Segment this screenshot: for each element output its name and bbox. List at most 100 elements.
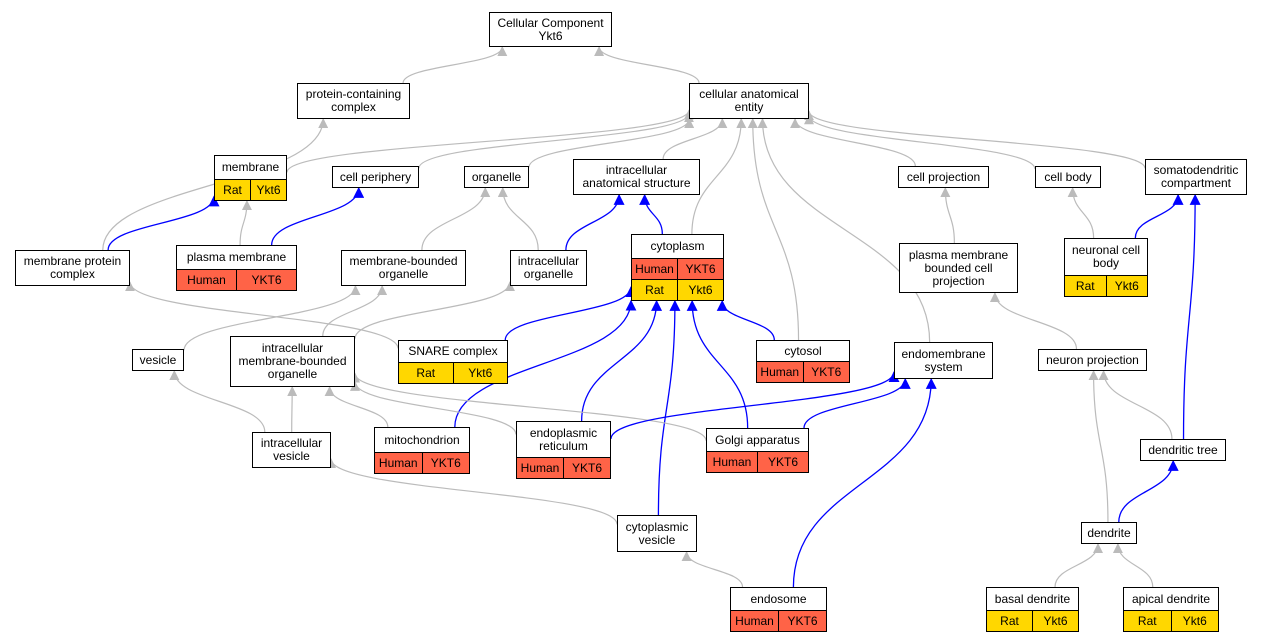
edge-intracellular-membrane-bounded-organelle-to-membrane-bounded-organelle	[322, 285, 388, 337]
node-label: SNARE complex	[408, 344, 498, 358]
node-label: plasma membrane	[186, 250, 287, 264]
node-label: cytosol	[784, 343, 822, 358]
node-protein-containing-complex[interactable]: protein-containing complex	[297, 83, 410, 119]
node-membrane-protein-complex[interactable]: membrane protein complex	[15, 250, 130, 286]
edge-mitochondrion-to-intracellular-membrane-bounded-organelle	[324, 386, 389, 428]
edge-membrane-protein-complex-to-protein-containing-complex	[102, 118, 329, 251]
rat-annotation-gene: Ykt6	[1105, 276, 1147, 296]
rat-annotation-gene: Ykt6	[250, 180, 286, 200]
edge-endosome-to-cytoplasmic-vesicle	[681, 551, 744, 588]
node-cellular-anatomical-entity[interactable]: cellular anatomical entity	[689, 83, 809, 119]
node-neuron-projection[interactable]: neuron projection	[1038, 349, 1147, 371]
edge-neuron-projection-to-plasma-membrane-bounded-cell-projection	[989, 292, 1078, 350]
node-label: intracellular vesicle	[260, 436, 323, 463]
edge-cytosol-to-cellular-anatomical-entity	[747, 118, 800, 341]
human-annotation-gene: YKT6	[778, 611, 826, 631]
node-somatodendritic-compartment[interactable]: somatodendritic compartment	[1145, 159, 1247, 195]
node-cell-periphery[interactable]: cell periphery	[332, 166, 419, 188]
human-annotation-species: Human	[517, 458, 563, 478]
node-intracellular-vesicle[interactable]: intracellular vesicle	[252, 432, 331, 468]
edge-cytoplasmic-vesicle-to-cytoplasm	[657, 299, 681, 516]
node-label: apical dendrite	[1131, 591, 1211, 606]
edge-protein-containing-complex-to-root	[402, 46, 508, 84]
human-annotation-species: Human	[375, 453, 422, 473]
edge-membrane-protein-complex-to-membrane	[107, 195, 220, 251]
edge-mitochondrion-to-cytoplasm	[454, 299, 637, 428]
edge-golgi-apparatus-to-cytoplasm	[686, 299, 749, 429]
human-annotation-gene: YKT6	[677, 259, 723, 279]
rat-annotation-species: Rat	[215, 180, 250, 200]
edge-dendrite-to-neuron-projection	[1088, 370, 1109, 523]
human-annotation-gene: YKT6	[757, 452, 808, 472]
node-label: cellular anatomical entity	[699, 87, 799, 114]
rat-annotation-species: Rat	[1065, 276, 1106, 296]
node-label: neuron projection	[1046, 352, 1139, 367]
rat-annotation-gene: Ykt6	[677, 280, 723, 300]
node-label: membrane protein complex	[23, 254, 122, 281]
edge-cell-periphery-to-cellular-anatomical-entity	[418, 112, 694, 169]
node-root[interactable]: Cellular Component Ykt6	[489, 12, 612, 47]
rat-annotation-gene: Ykt6	[1170, 611, 1218, 631]
edge-vesicle-to-membrane-bounded-organelle	[183, 285, 361, 351]
node-intracellular-anatomical-structure[interactable]: intracellular anatomical structure	[573, 159, 700, 195]
human-annotation-species: Human	[731, 611, 778, 631]
edge-plasma-membrane-to-cell-periphery	[270, 186, 365, 246]
edge-cellular-anatomical-entity-to-root	[594, 46, 700, 84]
node-vesicle[interactable]: vesicle	[132, 349, 184, 371]
edge-intracellular-membrane-bounded-organelle-to-intracellular-organelle	[354, 281, 515, 339]
human-annotation-gene: YKT6	[421, 453, 469, 473]
node-membrane-bounded-organelle[interactable]: membrane-bounded organelle	[341, 250, 466, 286]
edge-intracellular-organelle-to-intracellular-anatomical-structure	[565, 193, 625, 251]
node-cytoplasmic-vesicle[interactable]: cytoplasmic vesicle	[617, 515, 697, 552]
edge-plasma-membrane-bounded-cell-projection-to-cell-projection	[940, 187, 955, 244]
rat-annotation-gene: Ykt6	[452, 363, 507, 383]
human-annotation-species: Human	[632, 259, 677, 279]
edge-cell-body-to-cellular-anatomical-entity	[804, 114, 1036, 170]
node-label: basal dendrite	[994, 591, 1071, 606]
node-cell-body[interactable]: cell body	[1035, 166, 1101, 188]
edges-layer	[102, 46, 1201, 588]
node-intracellular-organelle[interactable]: intracellular organelle	[510, 250, 587, 286]
node-cell-projection[interactable]: cell projection	[898, 166, 989, 188]
human-annotation-species: Human	[707, 452, 757, 472]
edge-organelle-to-cellular-anatomical-entity	[528, 118, 695, 168]
node-plasma-membrane-bounded-cell-projection[interactable]: plasma membrane bounded cell projection	[899, 243, 1018, 293]
node-organelle[interactable]: organelle	[464, 166, 529, 188]
edge-intracellular-vesicle-to-vesicle	[169, 370, 266, 433]
node-label: mitochondrion	[384, 432, 460, 447]
edge-plasma-membrane-to-membrane	[239, 200, 252, 246]
human-annotation-species: Human	[757, 362, 803, 382]
edge-apical-dendrite-to-dendrite	[1112, 543, 1154, 588]
node-label: intracellular anatomical structure	[582, 163, 691, 190]
node-label: Cellular Component Ykt6	[497, 15, 604, 43]
rat-annotation-species: Rat	[399, 363, 453, 383]
node-dendritic-tree[interactable]: dendritic tree	[1140, 439, 1226, 461]
node-dendrite[interactable]: dendrite	[1081, 522, 1137, 544]
node-endomembrane-system[interactable]: endomembrane system	[894, 342, 993, 379]
edge-membrane-to-cellular-anatomical-entity	[286, 109, 694, 173]
node-label: cell body	[1044, 169, 1092, 184]
node-intracellular-membrane-bounded-organelle[interactable]: intracellular membrane-bounded organelle	[230, 336, 355, 387]
